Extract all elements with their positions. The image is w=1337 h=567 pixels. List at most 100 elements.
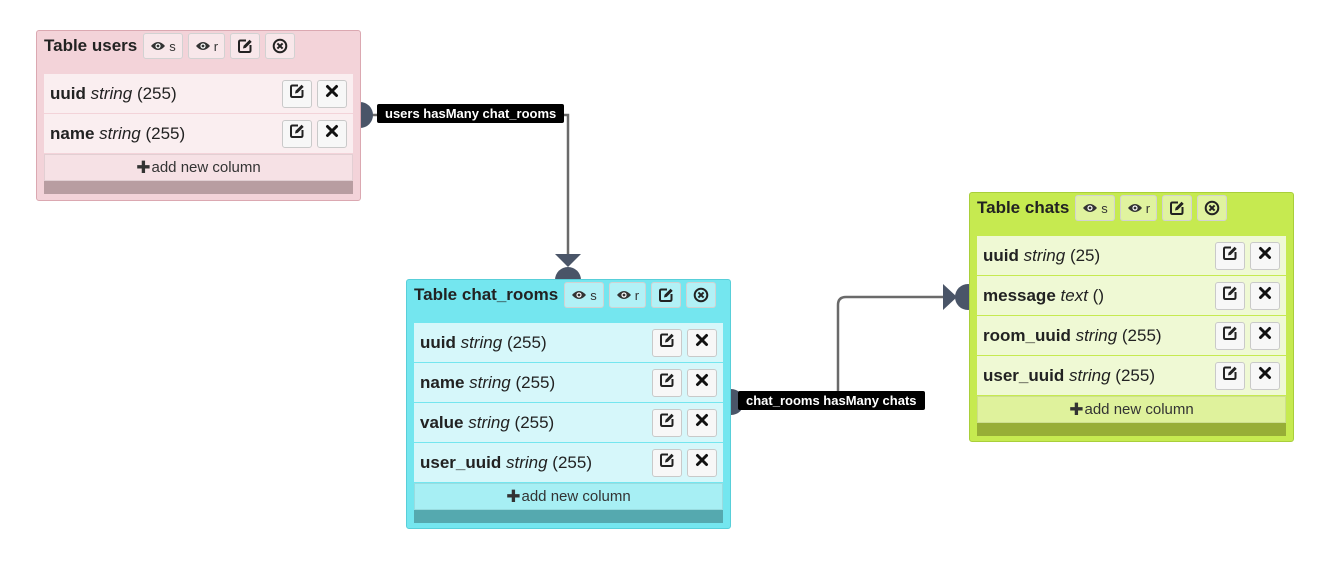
add-column-label: add new column <box>521 488 631 505</box>
delete-column-button[interactable] <box>687 408 717 437</box>
edit-column-button[interactable] <box>1215 241 1245 270</box>
column-label: uuid string (255) <box>420 333 647 353</box>
relation-arrow-chats <box>943 284 957 310</box>
column-label: value string (255) <box>420 413 647 433</box>
edit-icon <box>289 83 305 104</box>
edit-icon <box>237 38 253 54</box>
delete-column-button[interactable] <box>1250 361 1280 390</box>
show-relations-button[interactable]: r <box>187 33 226 59</box>
delete-column-button[interactable] <box>317 119 347 148</box>
add-column-label: add new column <box>1084 401 1194 418</box>
edit-column-button[interactable] <box>652 448 682 477</box>
column-name: uuid <box>420 332 456 352</box>
plus-icon: ✚ <box>136 157 151 177</box>
column-name: name <box>420 372 465 392</box>
table-title: Table users <box>44 36 138 55</box>
column-row: name string (255) <box>414 363 723 402</box>
show-relations-button[interactable]: r <box>1119 195 1158 221</box>
column-label: user_uuid string (255) <box>420 453 647 473</box>
relation-label-users-chat-rooms[interactable]: users hasMany chat_rooms <box>377 104 565 123</box>
edit-table-button[interactable] <box>651 282 682 308</box>
column-label: uuid string (255) <box>50 84 277 104</box>
column-label: name string (255) <box>420 373 647 393</box>
eye-icon <box>1127 202 1143 214</box>
edit-column-button[interactable] <box>1215 361 1245 390</box>
edit-icon <box>659 332 675 353</box>
column-row: uuid string (25) <box>977 236 1286 275</box>
table-footer-bar <box>414 510 723 523</box>
show-columns-button[interactable]: s <box>143 33 183 59</box>
edit-icon <box>1222 285 1238 306</box>
delete-column-button[interactable] <box>1250 241 1280 270</box>
edit-icon <box>659 452 675 473</box>
add-column-button[interactable]: ✚add new column <box>414 483 723 510</box>
relation-arrow-chat-rooms <box>555 254 581 267</box>
column-row: uuid string (255) <box>414 323 723 362</box>
delete-column-button[interactable] <box>687 448 717 477</box>
column-type: string <box>505 452 548 472</box>
close-circle-icon <box>693 287 709 303</box>
add-column-button[interactable]: ✚add new column <box>977 396 1286 423</box>
plus-icon: ✚ <box>506 486 521 506</box>
show-columns-button[interactable]: s <box>564 282 604 308</box>
edit-column-button[interactable] <box>1215 281 1245 310</box>
edit-column-button[interactable] <box>652 408 682 437</box>
table-footer-bar <box>44 181 353 194</box>
column-name: room_uuid <box>983 325 1071 345</box>
column-size: (255) <box>552 452 592 472</box>
column-name: user_uuid <box>420 452 502 472</box>
close-circle-icon <box>1204 200 1220 216</box>
delete-column-button[interactable] <box>1250 281 1280 310</box>
column-name: uuid <box>50 83 86 103</box>
column-row: user_uuid string (255) <box>977 356 1286 395</box>
table-footer-bar <box>977 423 1286 436</box>
column-name: user_uuid <box>983 365 1065 385</box>
edit-column-button[interactable] <box>652 368 682 397</box>
show-relations-button[interactable]: r <box>608 282 647 308</box>
relation-label-chat-rooms-chats[interactable]: chat_rooms hasMany chats <box>738 391 925 410</box>
relations-label: r <box>634 287 640 303</box>
delete-column-button[interactable] <box>687 368 717 397</box>
relation-line-chat-rooms-chats <box>740 295 945 404</box>
column-row: value string (255) <box>414 403 723 442</box>
delete-table-button[interactable] <box>1197 195 1228 221</box>
column-list: uuid string (25) message text () room_uuid… <box>977 236 1286 423</box>
delete-column-button[interactable] <box>317 79 347 108</box>
delete-x-icon <box>1258 246 1272 265</box>
column-label: name string (255) <box>50 124 277 144</box>
edit-column-button[interactable] <box>282 119 312 148</box>
edit-column-button[interactable] <box>652 328 682 357</box>
delete-table-button[interactable] <box>686 282 717 308</box>
edit-table-button[interactable] <box>230 33 261 59</box>
column-row: user_uuid string (255) <box>414 443 723 482</box>
column-size: (255) <box>1121 325 1162 345</box>
column-size: (255) <box>506 332 547 352</box>
eye-icon <box>571 289 587 301</box>
delete-x-icon <box>325 124 339 143</box>
table-title: Table chats <box>977 198 1070 217</box>
column-type: string <box>1068 365 1111 385</box>
column-row: uuid string (255) <box>44 74 353 113</box>
edit-column-button[interactable] <box>282 79 312 108</box>
edit-column-button[interactable] <box>1215 321 1245 350</box>
eye-icon <box>616 289 632 301</box>
show-columns-button[interactable]: s <box>1075 195 1115 221</box>
edit-table-button[interactable] <box>1162 195 1193 221</box>
delete-x-icon <box>325 84 339 103</box>
column-label: message text () <box>983 286 1210 306</box>
edit-icon <box>1222 365 1238 386</box>
delete-x-icon <box>1258 326 1272 345</box>
eye-icon <box>195 40 211 52</box>
add-column-button[interactable]: ✚add new column <box>44 154 353 181</box>
delete-column-button[interactable] <box>1250 321 1280 350</box>
show-label: s <box>1101 200 1108 216</box>
column-row: room_uuid string (255) <box>977 316 1286 355</box>
delete-column-button[interactable] <box>687 328 717 357</box>
column-type: string <box>460 332 503 352</box>
delete-table-button[interactable] <box>265 33 296 59</box>
